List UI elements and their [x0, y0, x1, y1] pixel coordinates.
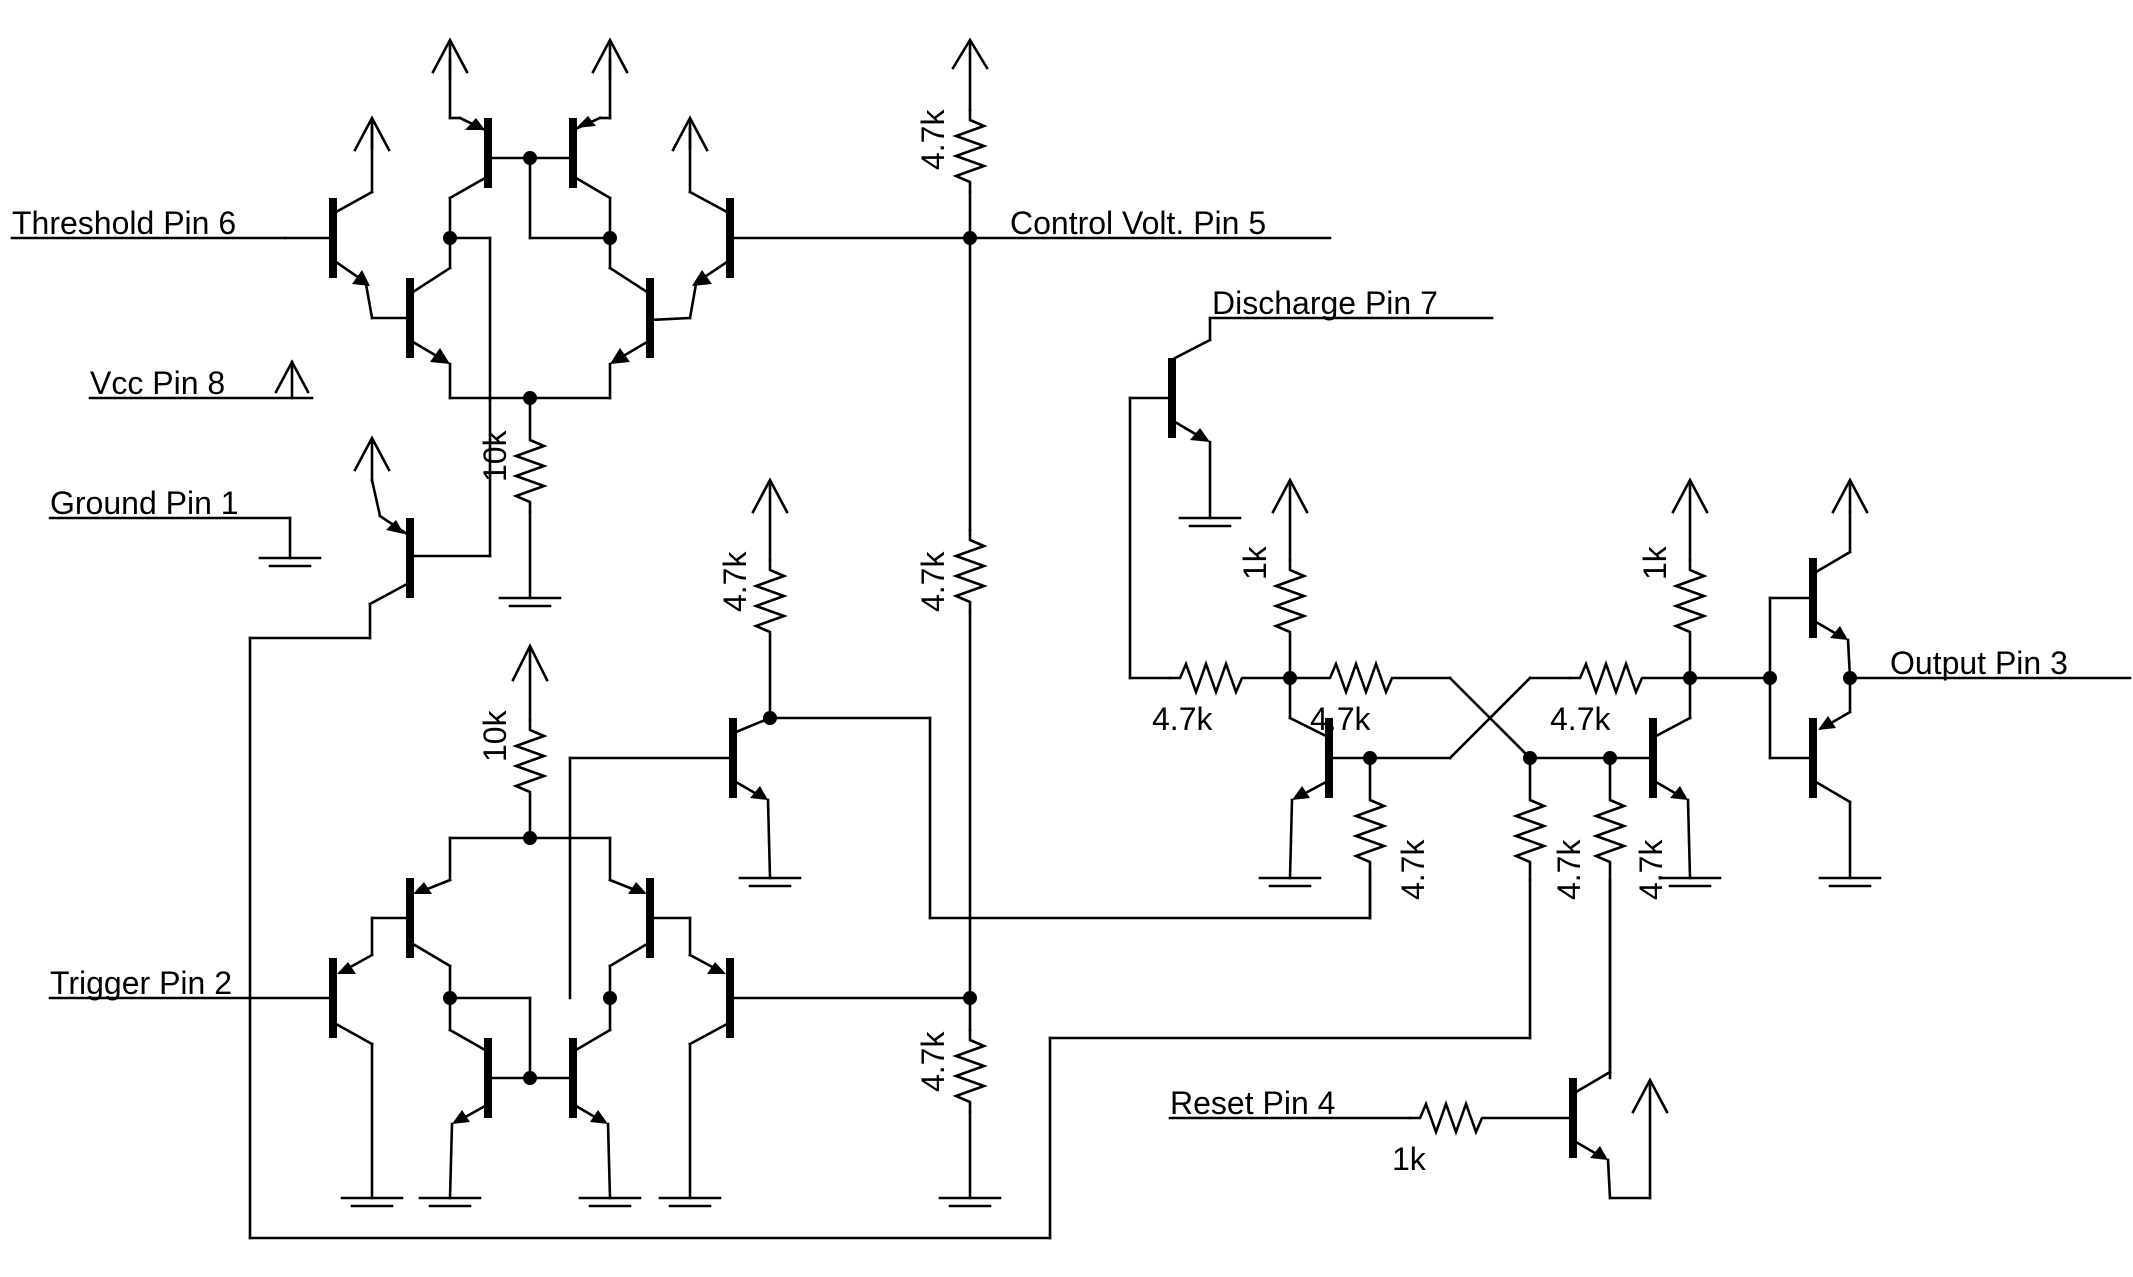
value-r-ff-right-base-b: 4.7k: [1633, 839, 1669, 900]
resistor-disch-base: [1168, 660, 1292, 696]
resistor-ff-right-cross: [1568, 660, 1692, 696]
ground-symbol: [1178, 516, 1242, 528]
vcc-arrow-thr-a: [353, 115, 391, 152]
reset-transistor: [1168, 878, 1669, 1200]
resistor-reset: [1408, 1100, 1572, 1136]
ground-symbol: [1818, 876, 1882, 888]
value-r-ff-left-base: 4.7k: [1395, 839, 1431, 900]
resistor-tail-top: [512, 396, 548, 514]
resistor-ff-right-pullup: [1672, 558, 1708, 680]
resistor-divider-bot: [952, 1028, 988, 1114]
ground-symbol: [1258, 876, 1322, 888]
flip-flop: [1128, 477, 1777, 1080]
ground-symbol: [1658, 876, 1722, 888]
resistor-ff-left-pullup: [1272, 558, 1308, 680]
vcc-arrow-reset: [1631, 1077, 1669, 1200]
resistor-ff-left-base: [1352, 756, 1388, 920]
value-r-reset: 1k: [1392, 1141, 1427, 1177]
vcc-pin-indicator: [88, 359, 314, 400]
resistor-trig-coll: [752, 558, 788, 720]
threshold-output-transistor: [248, 398, 1532, 1240]
ground-symbol: [738, 876, 802, 888]
vcc-arrow-trig-tail: [511, 643, 549, 722]
vcc-arrow-divider: [951, 37, 989, 112]
value-r-div-top: 4.7k: [915, 109, 951, 170]
label-vcc: Vcc Pin 8: [90, 365, 225, 401]
ground-symbol: [418, 1196, 482, 1208]
vcc-arrow-mirror-a: [431, 37, 469, 80]
vcc-arrow-trig-coll: [751, 477, 789, 562]
output-stage: [1768, 477, 2132, 888]
vcc-arrow-out: [1831, 477, 1869, 514]
value-r-disch-base: 4.7k: [1152, 701, 1213, 737]
value-r-tail-top: 10k: [477, 429, 513, 482]
discharge-transistor: [1128, 316, 1494, 680]
resistor-ff-left-cross: [1288, 660, 1452, 696]
vcc-arrow-thr-b: [671, 115, 709, 152]
trigger-output-transistor: [729, 477, 1372, 920]
label-ground: Ground Pin 1: [50, 485, 239, 521]
ground-symbol: [498, 596, 562, 608]
label-reset: Reset Pin 4: [1170, 1085, 1335, 1121]
value-r-div-bot: 4.7k: [915, 1031, 951, 1092]
voltage-divider: [938, 37, 1002, 1208]
trigger-comparator: [48, 643, 972, 1208]
value-r-trig-coll: 4.7k: [717, 551, 753, 612]
vcc-arrow-gnd-trans: [353, 435, 391, 482]
value-r-ff-right-base-a: 4.7k: [1551, 839, 1587, 900]
ground-symbol: [938, 1196, 1002, 1208]
label-output: Output Pin 3: [1890, 645, 2068, 681]
label-trigger: Trigger Pin 2: [50, 965, 232, 1001]
value-r-ff-right-cross: 4.7k: [1550, 701, 1611, 737]
value-r-ff-left-pullup: 1k: [1237, 545, 1273, 580]
vcc-arrow-ff-left: [1271, 477, 1309, 562]
resistor-ff-right-base-b: [1592, 756, 1628, 1080]
vcc-arrow-ff-right: [1671, 477, 1709, 562]
threshold-comparator: [10, 37, 972, 608]
resistor-divider-mid: [952, 528, 988, 614]
ground-symbol: [658, 1196, 722, 1208]
ground-pin-indicator: [48, 516, 322, 568]
value-r-ff-left-cross: 4.7k: [1310, 701, 1371, 737]
label-control: Control Volt. Pin 5: [1010, 205, 1266, 241]
value-r-tail-bot: 10k: [477, 709, 513, 762]
resistor-divider-top: [952, 108, 988, 194]
label-threshold: Threshold Pin 6: [12, 205, 236, 241]
ground-symbol: [340, 1196, 404, 1208]
resistor-ff-right-base-a: [1512, 756, 1548, 882]
vcc-arrow-mirror-b: [591, 37, 629, 80]
resistor-tail-bot: [512, 718, 548, 840]
value-r-ff-right-pullup: 1k: [1637, 545, 1673, 580]
label-discharge: Discharge Pin 7: [1212, 285, 1438, 321]
value-r-div-mid: 4.7k: [915, 551, 951, 612]
ground-symbol: [578, 1196, 642, 1208]
